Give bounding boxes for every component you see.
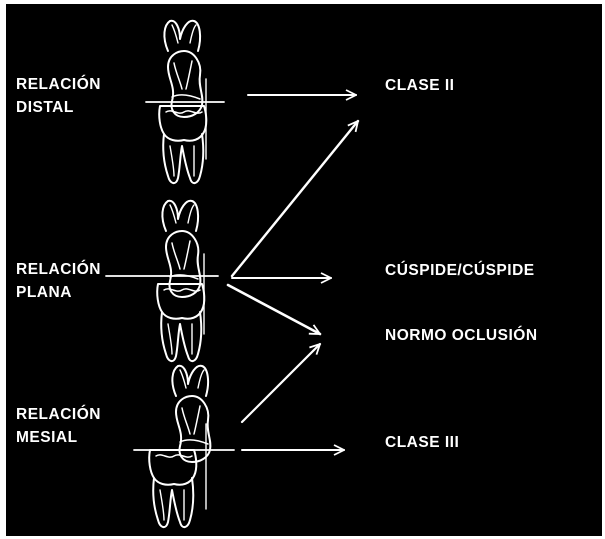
arrow-icon [242,344,320,422]
arrow-icon [228,285,320,334]
relation-plana-line2: PLANA [16,284,72,301]
diagram-panel: RELACIÓN DISTAL RELACIÓN PLANA RELACIÓN … [6,4,602,536]
molar-pair-plana-icon [106,201,218,361]
outcome-clase-ii: CLASE II [385,77,454,94]
molar-pair-distal-icon [146,21,224,183]
relation-mesial: RELACIÓN MESIAL [16,405,101,446]
relation-mesial-line1: RELACIÓN [16,405,101,423]
arrow-icon [232,121,358,276]
outcome-cuspide-cuspide: CÚSPIDE/CÚSPIDE [385,261,535,279]
arrows [228,95,358,450]
outcome-normo-oclusion: NORMO OCLUSIÓN [385,326,538,344]
outcome-clase-iii: CLASE III [385,434,459,451]
relation-mesial-line2: MESIAL [16,429,78,446]
relation-distal-line2: DISTAL [16,99,74,116]
relation-distal-line1: RELACIÓN [16,75,101,93]
relation-plana: RELACIÓN PLANA [16,260,101,301]
relation-plana-line1: RELACIÓN [16,260,101,278]
molar-pair-mesial-icon [134,366,234,527]
occlusion-diagram: RELACIÓN DISTAL RELACIÓN PLANA RELACIÓN … [6,4,602,536]
relation-distal: RELACIÓN DISTAL [16,75,101,116]
